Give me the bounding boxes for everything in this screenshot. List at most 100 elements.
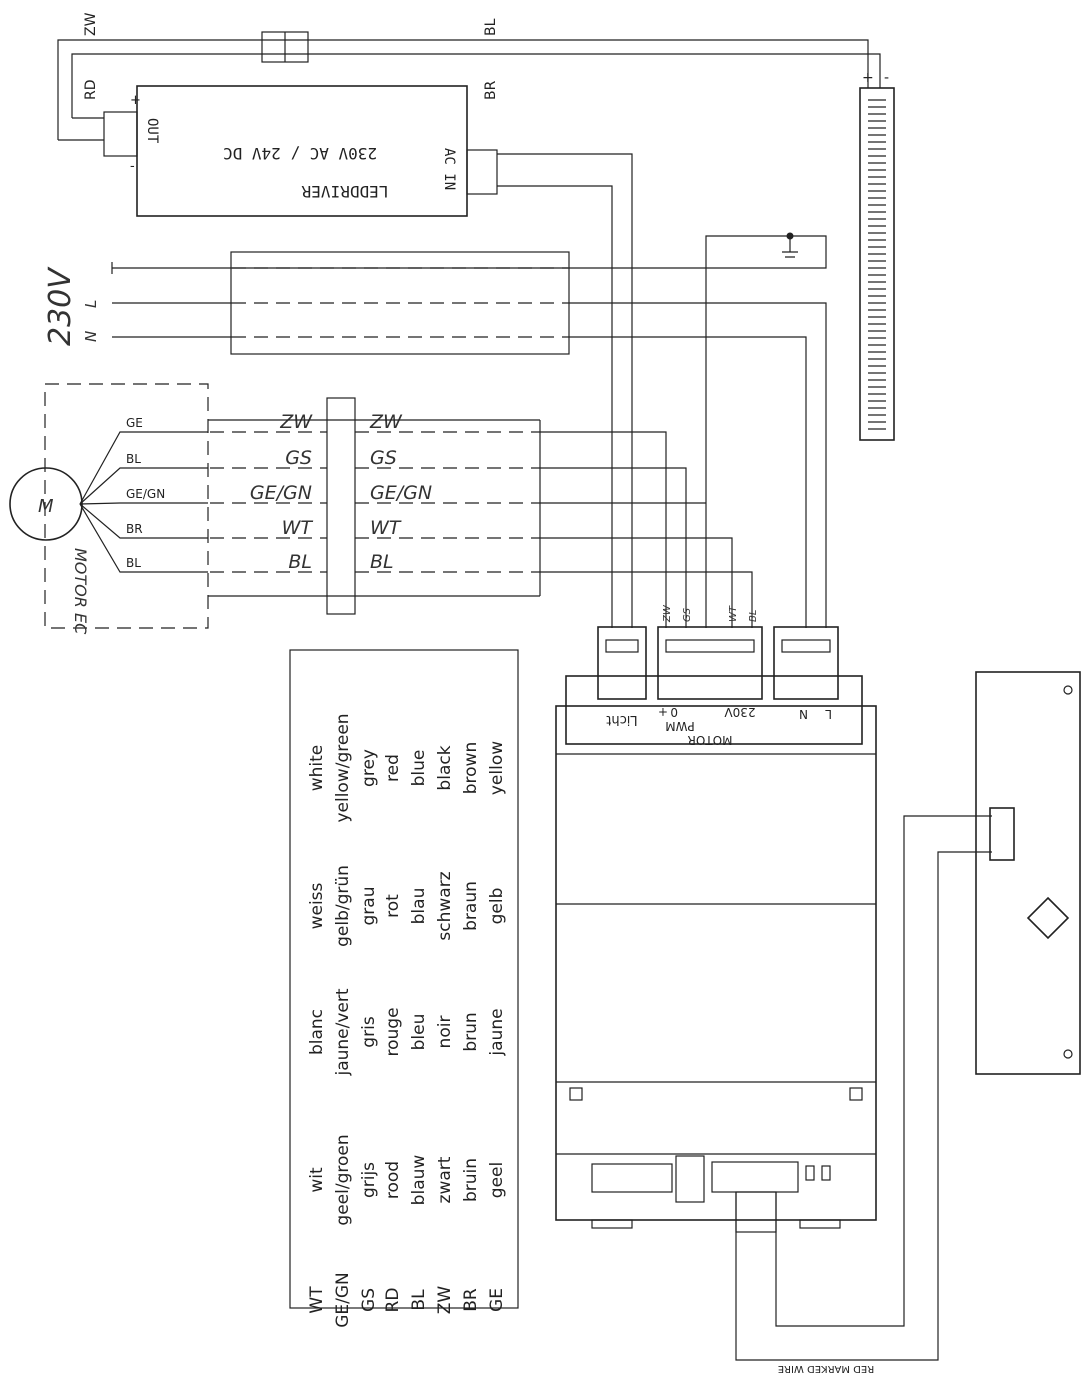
label-br-top: BR bbox=[483, 80, 499, 100]
controller-licht-label: Licht bbox=[606, 712, 637, 727]
controller-n-label: N bbox=[799, 707, 808, 721]
connector-left-label: ZW bbox=[279, 411, 313, 433]
remote-panel: RED MARKED WIRE bbox=[735, 671, 1081, 1374]
led-strip-body bbox=[859, 87, 895, 441]
color-table-cell: geel bbox=[487, 1162, 507, 1198]
color-table-cell: blauw bbox=[409, 1155, 429, 1206]
strip-minus: - bbox=[884, 70, 889, 86]
motor-wire bbox=[79, 431, 208, 505]
motor-wire bbox=[79, 467, 208, 505]
controller-pin-label: WT bbox=[728, 605, 739, 622]
color-table-cell: RD bbox=[383, 1288, 403, 1313]
color-table-cell: rood bbox=[383, 1161, 403, 1199]
controller-port-right bbox=[711, 1161, 799, 1193]
led-driver-ac-terminal bbox=[466, 149, 498, 195]
wire-ac-in-2 bbox=[497, 185, 613, 628]
terminal-mains-slot bbox=[781, 639, 831, 653]
motor-m-label: M bbox=[38, 496, 54, 517]
led-strip-segments bbox=[868, 99, 886, 430]
controller-pwm-label: PWM bbox=[665, 719, 694, 733]
connector-block bbox=[326, 397, 356, 615]
color-table-cell: schwarz bbox=[435, 871, 455, 940]
color-table-cell: yellow/green bbox=[333, 713, 353, 822]
color-table-cell: grey bbox=[359, 749, 379, 787]
motor-wire bbox=[79, 503, 208, 573]
panel-hole-top bbox=[1063, 685, 1073, 695]
wire-n bbox=[112, 336, 807, 628]
controller-l-label: L bbox=[825, 707, 832, 721]
controller-pin-label: GS bbox=[682, 607, 693, 622]
motor-housing bbox=[44, 383, 209, 629]
color-table-cell: GE bbox=[487, 1288, 507, 1312]
label-zw-top: ZW bbox=[83, 12, 99, 36]
color-table-cell: white bbox=[307, 745, 327, 792]
wire-zw-inner bbox=[71, 53, 881, 118]
led-driver-spec: 230V AC / 24V DC bbox=[223, 144, 377, 163]
color-table-cell: grijs bbox=[359, 1162, 379, 1198]
connector-right-label: GS bbox=[370, 447, 397, 469]
red-marked-wire-label: RED MARKED WIRE bbox=[778, 1363, 874, 1374]
controller-pin-label: ZW bbox=[662, 604, 673, 623]
motor-wire-label: GE/GN bbox=[126, 487, 165, 501]
color-table-cell: GE/GN bbox=[333, 1272, 353, 1328]
color-table-cell: grau bbox=[359, 887, 379, 926]
label-bl-top: BL bbox=[483, 18, 499, 36]
connector-left-label: GE/GN bbox=[250, 482, 312, 504]
motor-wire-label: BL bbox=[126, 556, 141, 570]
motor-wire bbox=[79, 503, 208, 539]
color-table-box bbox=[289, 649, 519, 1309]
led-driver-out-label: OUT bbox=[144, 118, 160, 144]
wire-bl-motor bbox=[540, 571, 753, 628]
wire-zw-outer bbox=[57, 39, 869, 140]
controller-led-1 bbox=[805, 1165, 815, 1181]
ribbon-connector bbox=[735, 1191, 777, 1233]
color-table-cell: brun bbox=[461, 1012, 481, 1051]
color-table-cell: red bbox=[383, 754, 403, 782]
mains-l-label: L bbox=[82, 300, 100, 308]
color-table-cell: noir bbox=[435, 1016, 455, 1049]
wire-wt-motor bbox=[540, 537, 733, 628]
controller-header bbox=[565, 675, 863, 745]
led-driver: + - OUT AC IN 230V AC / 24V DC LEDDRIVER bbox=[58, 85, 498, 217]
color-table-cell: gelb bbox=[487, 888, 507, 925]
controller-foot-right bbox=[799, 1219, 841, 1229]
color-table-cell: weiss bbox=[307, 882, 327, 929]
color-table-cell: WT bbox=[307, 1286, 327, 1314]
motor-label: MOTOR EC bbox=[71, 548, 90, 635]
out-plus-sign: + bbox=[130, 93, 141, 108]
wire-earth bbox=[112, 235, 827, 628]
led-driver-name: LEDDRIVER bbox=[301, 182, 388, 201]
strip-plus: + bbox=[862, 70, 874, 86]
connector-right-label: GE/GN bbox=[370, 482, 432, 504]
color-table-cell: GS bbox=[359, 1288, 379, 1312]
motor-wire-label: GE bbox=[126, 416, 143, 430]
color-table-cell: braun bbox=[461, 881, 481, 931]
terminal-licht-slot bbox=[605, 639, 639, 653]
color-table-cell: blau bbox=[409, 888, 429, 925]
wire-ac-in-1 bbox=[497, 153, 633, 628]
color-table-cell: zwart bbox=[435, 1156, 455, 1203]
motor-wire bbox=[79, 502, 208, 505]
diamond-icon bbox=[1026, 896, 1070, 940]
terminal-licht bbox=[597, 626, 647, 700]
color-table-cell: ZW bbox=[435, 1286, 455, 1315]
color-table-cell: black bbox=[435, 745, 455, 790]
mains-voltage-label: 230V bbox=[43, 266, 78, 346]
color-table-cell: gelb/grün bbox=[333, 865, 353, 947]
earth-symbol-icon bbox=[782, 236, 798, 258]
led-driver-out-terminal bbox=[103, 111, 138, 157]
controller-latch bbox=[675, 1155, 705, 1203]
terminal-mains bbox=[773, 626, 839, 700]
mains-n-label: N bbox=[82, 331, 100, 342]
led-driver-ac-in-label: AC IN bbox=[441, 148, 457, 190]
color-table-cell: BL bbox=[409, 1289, 429, 1311]
